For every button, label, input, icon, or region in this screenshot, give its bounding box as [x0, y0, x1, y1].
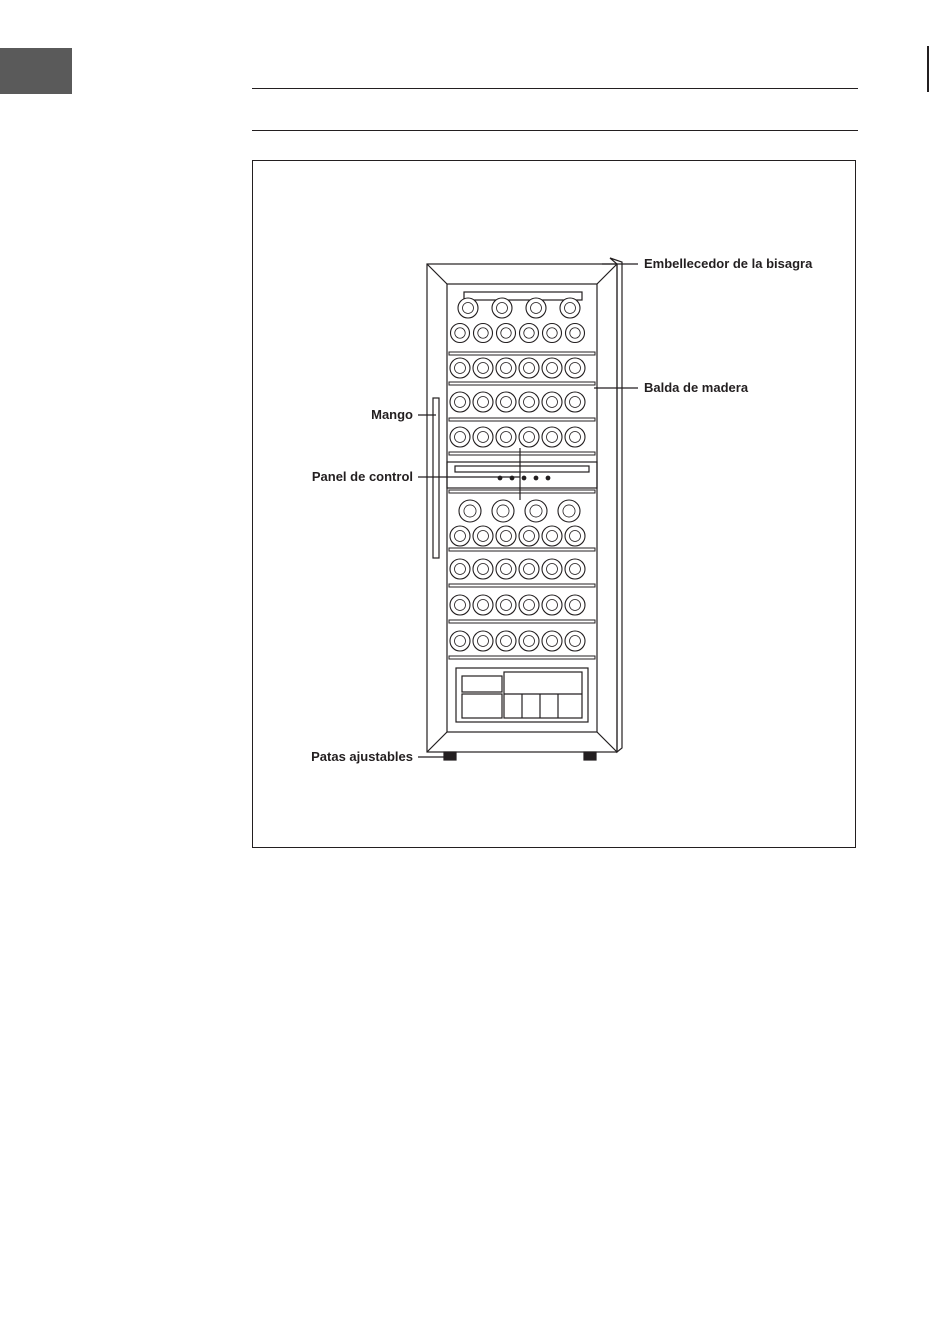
wine-bottle	[492, 298, 512, 318]
door-handle	[433, 398, 439, 558]
wine-bottle	[474, 324, 493, 343]
wine-bottle	[542, 526, 562, 546]
wine-bottle	[558, 500, 580, 522]
top-vent	[464, 292, 582, 300]
shelf-8	[449, 620, 595, 623]
wine-bottles	[450, 298, 585, 651]
wine-bottle	[450, 526, 470, 546]
wine-bottle	[542, 595, 562, 615]
wine-bottle	[492, 500, 514, 522]
wine-bottle	[525, 500, 547, 522]
wine-bottle	[565, 358, 585, 378]
wine-bottle	[519, 392, 539, 412]
drawer-front	[504, 672, 582, 718]
wine-bottle	[565, 427, 585, 447]
wine-bottle	[519, 427, 539, 447]
shelf-1	[449, 352, 595, 355]
door-frame-corner-bl	[427, 732, 447, 752]
wine-bottle	[473, 427, 493, 447]
shelf-6	[449, 548, 595, 551]
wine-bottle	[519, 526, 539, 546]
wine-bottle	[565, 631, 585, 651]
wine-bottle	[566, 324, 585, 343]
wine-bottle	[526, 298, 546, 318]
wine-bottle	[450, 595, 470, 615]
wine-bottle	[496, 631, 516, 651]
wine-bottle	[565, 526, 585, 546]
label-handle: Mango	[371, 407, 413, 422]
wine-bottle	[560, 298, 580, 318]
wine-bottle	[496, 595, 516, 615]
wine-bottle	[542, 427, 562, 447]
label-wooden-shelf: Balda de madera	[644, 380, 749, 395]
wine-bottle	[565, 595, 585, 615]
wine-bottle	[519, 559, 539, 579]
control-button-4	[534, 476, 538, 480]
shelf-5	[449, 490, 595, 493]
drawer-box-upper	[462, 676, 502, 692]
wine-bottle	[542, 631, 562, 651]
drawer-box-lower	[462, 694, 502, 718]
label-adjustable-feet: Patas ajustables	[311, 749, 413, 764]
wine-bottle	[459, 500, 481, 522]
wine-bottle	[496, 427, 516, 447]
control-panel-display	[455, 466, 589, 472]
wine-bottle	[496, 526, 516, 546]
wine-bottle	[519, 358, 539, 378]
wine-bottle	[451, 324, 470, 343]
wine-bottle	[497, 324, 516, 343]
wine-bottle	[542, 358, 562, 378]
wine-bottle	[473, 358, 493, 378]
wine-bottle	[473, 526, 493, 546]
label-control-panel: Panel de control	[312, 469, 413, 484]
adjustable-foot-right	[584, 752, 596, 760]
wine-bottle	[565, 559, 585, 579]
wine-bottle	[543, 324, 562, 343]
adjustable-foot-left	[444, 752, 456, 760]
wine-bottle	[496, 392, 516, 412]
wine-bottle	[450, 631, 470, 651]
wine-bottle	[542, 392, 562, 412]
wine-bottle	[565, 392, 585, 412]
wine-bottle	[473, 595, 493, 615]
wine-bottle	[473, 392, 493, 412]
wine-bottle	[496, 358, 516, 378]
door-frame-corner-tl	[427, 264, 447, 284]
wine-bottle	[519, 595, 539, 615]
wine-bottle	[450, 427, 470, 447]
shelf-4	[449, 452, 595, 455]
label-hinge-trim: Embellecedor de la bisagra	[644, 256, 813, 271]
shelf-7	[449, 584, 595, 587]
wine-bottle	[450, 392, 470, 412]
wine-bottle	[542, 559, 562, 579]
cabinet-side-panel	[610, 258, 622, 752]
door-frame-corner-tr	[597, 264, 617, 284]
wine-bottle	[473, 631, 493, 651]
wine-bottle	[450, 559, 470, 579]
control-button-5	[546, 476, 550, 480]
wine-bottle	[450, 358, 470, 378]
control-button-3	[522, 476, 526, 480]
wine-bottle	[520, 324, 539, 343]
wine-bottle	[496, 559, 516, 579]
shelf-3	[449, 418, 595, 421]
door-frame-corner-br	[597, 732, 617, 752]
shelf-9	[449, 656, 595, 659]
wine-bottle	[519, 631, 539, 651]
wine-bottle	[473, 559, 493, 579]
shelf-2	[449, 382, 595, 385]
wine-bottle	[458, 298, 478, 318]
